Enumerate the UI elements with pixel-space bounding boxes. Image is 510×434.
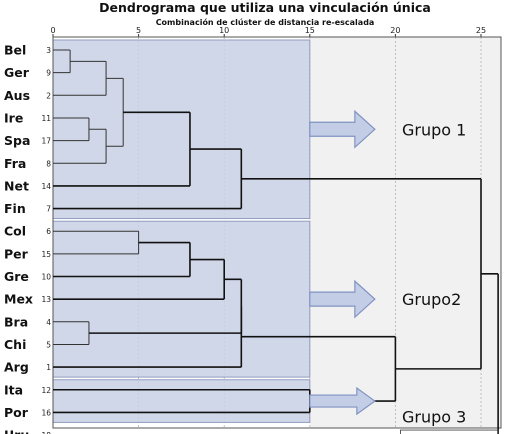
leaf-id: 18 [41,431,51,434]
leaf-id: 9 [46,69,51,78]
leaf-label: Arg [4,360,29,375]
leaf-label: Col [4,224,26,239]
leaf-id: 2 [46,91,51,100]
leaf-label: Spa [4,133,30,148]
group-box [52,379,311,423]
tick-label: 10 [219,26,229,35]
tick-label: 5 [136,26,141,35]
leaf-id: 16 [41,408,51,417]
leaf-label: Chi [4,337,26,352]
leaf-id: 5 [46,340,51,349]
chart-title: Dendrograma que utiliza una vinculación … [99,0,431,15]
outlier-box [400,429,499,434]
leaf-id: 1 [46,363,51,372]
leaf-id: 15 [41,250,51,259]
leaf-label: Ire [4,110,23,125]
group-arrow [309,386,376,416]
leaf-label: Por [4,405,29,420]
leaf-label: Gre [4,269,29,284]
leaf-id: 4 [46,318,51,327]
leaf-label: Per [4,246,29,261]
leaf-id: 12 [41,386,51,395]
leaf-label: Uru [4,428,29,434]
group-arrow [309,279,376,319]
leaf-label: Bel [4,43,26,58]
leaf-id: 10 [41,273,51,282]
leaf-id: 17 [41,137,51,146]
tick-label: 20 [390,26,400,35]
leaf-id: 7 [46,205,51,214]
plot-frame [52,36,502,429]
right-region [309,37,501,428]
chart-subtitle: Combinación de clúster de distancia re-e… [156,17,375,27]
leaf-id: 14 [41,182,51,191]
tick-label: 15 [305,26,315,35]
leaf-id: 13 [41,295,51,304]
leaf-label: Mex [4,292,33,307]
group-label: Grupo 3 [402,407,466,426]
leaf-label: Bra [4,314,28,329]
leaf-label: Ita [4,382,23,397]
leaf-label: Aus [4,88,30,103]
leaf-label: Ger [4,65,30,80]
tick-label: 25 [476,26,486,35]
leaf-label: Net [4,178,29,193]
group-label: Grupo2 [402,290,461,309]
group-label: Grupo 1 [402,120,466,139]
leaf-id: 6 [46,227,51,236]
tick-label: 0 [50,26,55,35]
leaf-label: Fin [4,201,26,216]
leaf-id: 11 [41,114,51,123]
group-arrow [309,109,376,149]
leaf-label: Fra [4,156,26,171]
leaf-id: 8 [46,159,51,168]
leaf-id: 3 [46,46,51,55]
